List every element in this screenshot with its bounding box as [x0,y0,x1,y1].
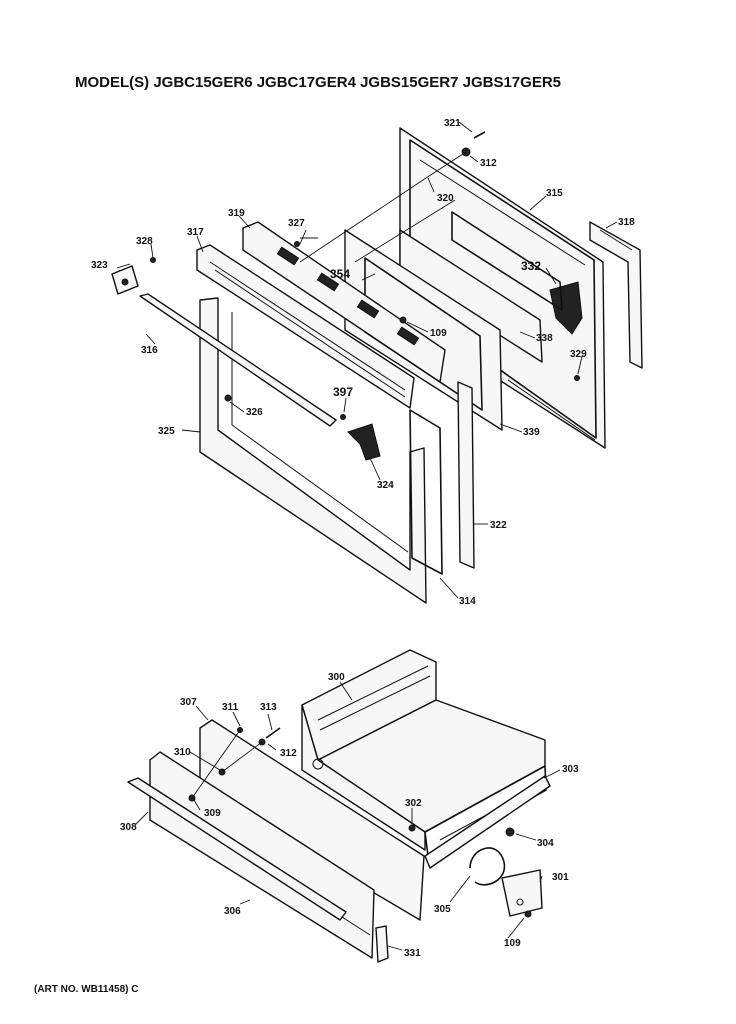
screws-upper [150,131,580,420]
label-326: 326 [246,407,263,418]
label-397: 397 [333,385,353,399]
label-320: 320 [437,193,454,204]
spring-clip [469,847,506,886]
label-314: 314 [459,596,476,607]
inner-window-frame [399,211,563,363]
label-329: 329 [570,349,587,360]
label-109-upper: 109 [430,328,447,339]
hinge-clip [347,423,381,461]
art-number: (ART NO. WB11458) C [34,984,138,995]
screws-lower [188,727,532,918]
model-title: MODEL(S) JGBC15GER6 JGBC17GER4 JGBS15GER… [75,74,561,91]
label-306: 306 [224,906,241,917]
vent-baffle [242,221,446,383]
label-312-upper: 312 [480,158,497,169]
door-top-trim [196,244,415,409]
drawer-rail [424,775,551,869]
drawer-body [301,649,547,857]
label-328: 328 [136,236,153,247]
label-305: 305 [434,904,451,915]
label-339: 339 [523,427,540,438]
label-308: 308 [120,822,137,833]
label-312-lower: 312 [280,748,297,759]
label-332: 332 [521,259,541,273]
label-301: 301 [552,872,569,883]
label-327: 327 [288,218,305,229]
label-338: 338 [536,333,553,344]
label-319: 319 [228,208,245,219]
label-323: 323 [91,260,108,271]
label-303: 303 [562,764,579,775]
label-300: 300 [328,672,345,683]
assembly-lines-lower [191,729,263,799]
label-331: 331 [404,948,421,959]
drawer-bracket [501,869,543,917]
label-313: 313 [260,702,277,713]
door-gasket [409,409,443,575]
door-handle [139,293,337,427]
door-side-channel [457,381,475,569]
label-304: 304 [537,838,554,849]
label-324: 324 [377,480,394,491]
label-325: 325 [158,426,175,437]
hinge-bracket [549,281,583,335]
door-side-trim [589,221,643,369]
hinge-block [111,265,139,295]
label-109-lower: 109 [504,938,521,949]
drawer-handle-strip [127,777,347,921]
label-302: 302 [405,798,422,809]
label-311: 311 [222,702,239,713]
leaders-upper [116,121,618,599]
leaders-lower [135,681,561,951]
label-315: 315 [546,188,563,199]
label-317: 317 [187,227,204,238]
label-307: 307 [180,697,197,708]
label-316: 316 [141,345,158,356]
drawer-end-cap [375,925,389,963]
label-321: 321 [444,118,461,129]
label-309: 309 [204,808,221,819]
label-318: 318 [618,217,635,228]
label-322: 322 [490,520,507,531]
label-354: 354 [330,267,350,281]
label-310: 310 [174,747,191,758]
